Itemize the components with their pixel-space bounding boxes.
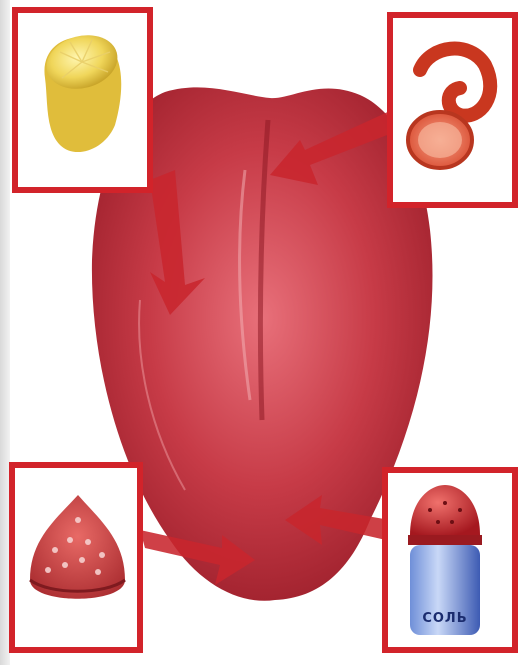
panel-bottom-left — [12, 465, 140, 650]
salt-shaker-label: СОЛЬ — [422, 611, 467, 626]
panel-bottom-right: СОЛЬ — [385, 470, 515, 650]
salt-shaker-icon: СОЛЬ — [408, 485, 482, 635]
panel-top-left — [15, 10, 150, 190]
panel-top-right — [390, 15, 515, 205]
